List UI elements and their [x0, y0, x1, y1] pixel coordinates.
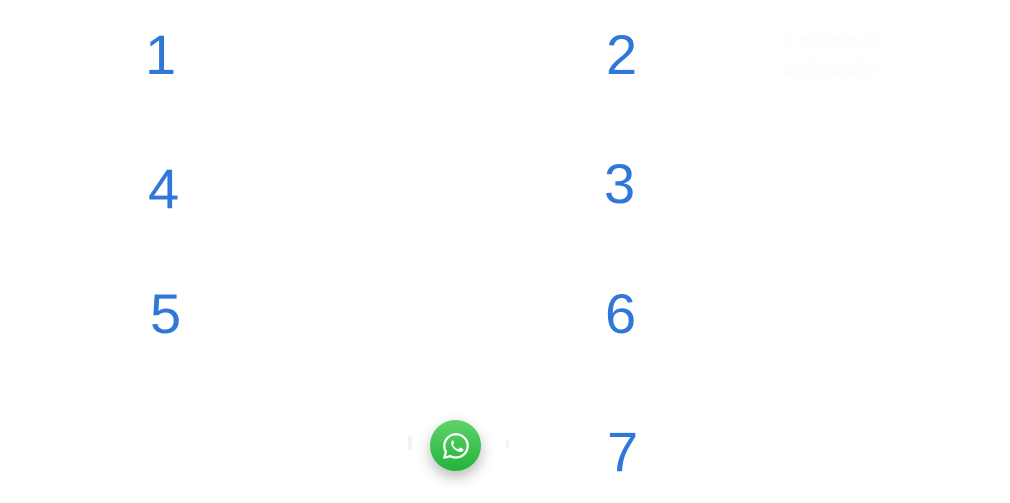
- faded-mark-right: [506, 440, 509, 448]
- step-number-5: 5: [150, 282, 182, 345]
- step-number-4: 4: [148, 157, 180, 220]
- step-number-6: 6: [605, 282, 637, 345]
- step-number-3: 3: [604, 152, 636, 215]
- whatsapp-button[interactable]: [430, 420, 481, 471]
- whatsapp-icon: [442, 432, 469, 459]
- faded-caption-line-1: u solicitud: [781, 29, 879, 54]
- faded-mark-left: [408, 436, 412, 450]
- faded-caption: u solicitud cotización: [781, 28, 941, 82]
- step-number-7: 7: [607, 420, 639, 483]
- faded-caption-line-2: cotización: [781, 56, 879, 81]
- step-number-2: 2: [606, 23, 638, 86]
- step-number-1: 1: [145, 23, 177, 86]
